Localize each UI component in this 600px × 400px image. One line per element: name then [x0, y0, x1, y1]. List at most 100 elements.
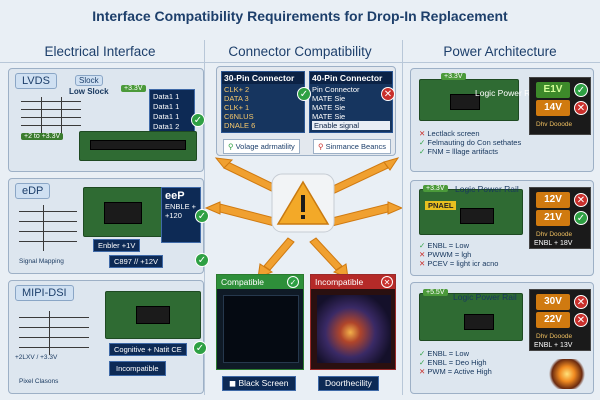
edp-tab[interactable]: eDP — [15, 183, 51, 199]
mipi-pixel-mode: Pixel Clasons — [19, 378, 59, 385]
power-mid-sub: Dhv Dooode — [536, 231, 573, 238]
bullet-item: ✕ PWWM = lgh — [419, 250, 498, 259]
cross-icon: ✕ — [574, 295, 588, 309]
bullet-text: ENBL = Deo High — [427, 358, 487, 367]
power-mid-led2: 21V — [536, 210, 570, 226]
lvds-volt-tag: +3.3V — [121, 85, 146, 92]
search-icon: ⚲ — [318, 142, 324, 151]
power-mid-pnab: PNAEL — [425, 201, 457, 210]
bullet-text: Lectlack screen — [427, 129, 480, 138]
black-screen-label: ◼ Black Screen — [222, 376, 296, 391]
edp-name: eeP — [165, 190, 185, 202]
cross-icon: ✕ — [381, 87, 395, 101]
power-top-bullets: ✕ Lectlack screen ✓ Felmauting do Con se… — [419, 129, 521, 156]
lvds-tab[interactable]: LVDS — [15, 73, 57, 89]
voltage-chip-label: Volage adrmatility — [235, 142, 295, 151]
arrow-upleft-head — [214, 157, 234, 169]
power-top-led2: 14V — [536, 100, 570, 116]
power-bottom-enbl: ENBL + 13V — [534, 342, 573, 349]
lvds-slock-tag: Slock — [75, 75, 103, 86]
bullet-item: ✓ FNM = lllage artifacts — [419, 147, 521, 156]
cross-icon: ✕ — [381, 276, 393, 288]
arrow-upright-head — [383, 157, 400, 171]
sinmance-chip: ⚲ Sinmance Beancs — [313, 139, 392, 154]
cross-icon: ✕ — [574, 193, 588, 207]
black-screen-text: Black Screen — [238, 378, 289, 388]
check-icon: ✓ — [195, 209, 209, 223]
check-icon: ✓ — [191, 113, 205, 127]
doorthecility-label: Doorthecility — [318, 376, 379, 391]
check-icon: ✓ — [574, 211, 588, 225]
check-icon: ✓ — [193, 341, 207, 355]
mipi-board — [105, 291, 201, 339]
lvds-data-row: Data1 1 — [153, 102, 180, 111]
compatible-label: Compatible — [217, 275, 303, 289]
arrow-downleft — [263, 237, 295, 271]
power-mid-rail: Logic Power Rail — [455, 184, 519, 194]
mipi-incompatible: Incompatible — [109, 361, 166, 376]
bullet-item: ✓ ENBL = Low — [419, 241, 498, 250]
mipi-tab[interactable]: MIPI-DSI — [15, 285, 74, 301]
bullet-text: Felmauting do Con sethates — [427, 138, 522, 147]
lvds-panel: LVDS Slock Low Slock +3.3V Data1 1 Data1… — [8, 68, 205, 172]
column-header-power: Power Architecture — [443, 44, 557, 59]
power-bottom-display: 30V 22V ✕ ✕ Dhv Dooode ENBL + 13V — [529, 289, 591, 351]
edp-enble: ENBLE + — [165, 202, 197, 211]
check-icon: ✓ — [419, 147, 426, 156]
play-icon: ◼ — [229, 378, 237, 388]
connector-panel: 30-Pin Connector CLK+ 2 DATA 3 CLK+ 1 C6… — [216, 66, 396, 156]
power-bottom-bullets: ✓ ENBL = Low ✓ ENBL = Deo High ✕ PWM = A… — [419, 349, 492, 376]
check-icon: ✓ — [419, 138, 426, 147]
search-icon: ⚲ — [228, 142, 234, 151]
power-top-display: E1V 14V ✓ ✕ Dhv Dooode — [529, 77, 591, 135]
check-icon: ✓ — [574, 83, 588, 97]
bullet-item: ✓ ENBL = Low — [419, 349, 492, 358]
bullet-text: ENBL = Low — [427, 349, 470, 358]
cross-icon: ✕ — [574, 313, 588, 327]
edp-v120: +120 — [165, 211, 182, 220]
edp-info-box: eeP ENBLE + +120 — [161, 187, 201, 243]
connector-40pin: 40-Pin Connector Pin Connector MATE Sie … — [309, 71, 393, 133]
voltage-chip: ⚲ Volage adrmatility — [223, 139, 300, 154]
power-mid-enbl: ENBL + 18V — [534, 240, 573, 247]
power-panel-mid: +3.3V Logic Power Rail PNAEL 12V 21V ✕ ✓… — [410, 180, 594, 276]
check-icon: ✓ — [419, 349, 426, 358]
pin-row: Pin Connector — [312, 85, 360, 94]
power-mid-volt: +3.3V — [423, 185, 448, 192]
bullet-item: ✕ PCEV = light icr acno — [419, 259, 498, 268]
arrow-downright — [309, 237, 343, 271]
connector-30pin-head: 30-Pin Connector — [222, 72, 304, 84]
cross-icon: ✕ — [419, 129, 426, 138]
power-panel-top: +3.3V Logic Power Rail E1V 14V ✓ ✕ Dhv D… — [410, 68, 594, 172]
check-icon: ✓ — [195, 253, 209, 267]
power-bottom-led2: 22V — [536, 312, 570, 328]
edp-enbler: Enbler +1V — [93, 239, 141, 252]
pin-row: DNALE 6 — [224, 121, 256, 130]
page-title: Interface Compatibility Requirements for… — [92, 8, 508, 24]
pin-row: MATE Sie — [312, 94, 346, 103]
incompatible-label: Incompatible — [311, 275, 395, 289]
arrow-right-head — [387, 201, 402, 215]
bullet-text: ENBL = Low — [427, 241, 470, 250]
lvds-data-row: Data1 1 — [153, 112, 180, 121]
edp-c8: C897 // +12V — [109, 255, 163, 268]
pin-row: CLK+ 2 — [224, 85, 250, 94]
power-top-sub: Dhv Dooode — [536, 121, 573, 128]
power-top-led1: E1V — [536, 82, 570, 98]
header-rule — [0, 62, 600, 63]
power-mid-led1: 12V — [536, 192, 570, 208]
mipi-left-volt: +2LXV / +3.3V — [15, 354, 58, 361]
power-bottom-volt: +5.5V — [423, 289, 448, 296]
bullet-text: PWM = Active High — [427, 367, 492, 376]
column-header-electrical: Electrical Interface — [44, 44, 156, 59]
power-board-mid — [419, 189, 523, 235]
edp-signal-mapping: Signal Mapping — [19, 258, 64, 265]
connector-40pin-head: 40-Pin Connector — [310, 72, 392, 84]
pin-row: MATE Sie — [312, 112, 346, 121]
sinmance-chip-label: Sinmance Beancs — [325, 142, 387, 151]
column-divider — [402, 40, 403, 395]
check-icon: ✓ — [419, 358, 426, 367]
power-mid-display: 12V 21V ✕ ✓ Dhv Dooode ENBL + 18V — [529, 187, 591, 249]
edp-board — [83, 187, 163, 237]
power-mid-bullets: ✓ ENBL = Low ✕ PWWM = lgh ✕ PCEV = light… — [419, 241, 498, 268]
